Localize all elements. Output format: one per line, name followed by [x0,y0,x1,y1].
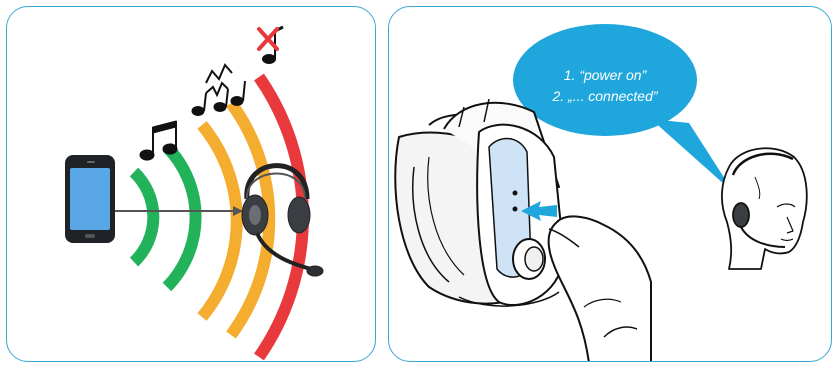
smartphone-icon [65,155,115,243]
crossed-music-icon [259,27,283,64]
arrow-icon [115,206,243,216]
green-arc-1 [134,172,153,262]
range-panel [6,6,376,362]
speech-bubble-text: 1. “power on” 2. „... connected” [525,65,685,107]
bubble-line-2: 2. „... connected” [525,86,685,107]
headset-icon [242,166,323,276]
power-on-panel: 1. “power on” 2. „... connected” [388,6,832,362]
power-on-illustration [389,7,832,362]
user-head-icon [722,148,807,269]
green-arc-2 [167,147,196,287]
finger-icon [549,216,651,362]
orange-arc-1 [202,125,237,317]
bubble-line-1: 1. “power on” [525,65,685,86]
range-illustration [7,7,376,362]
music-note-icon [140,121,177,160]
